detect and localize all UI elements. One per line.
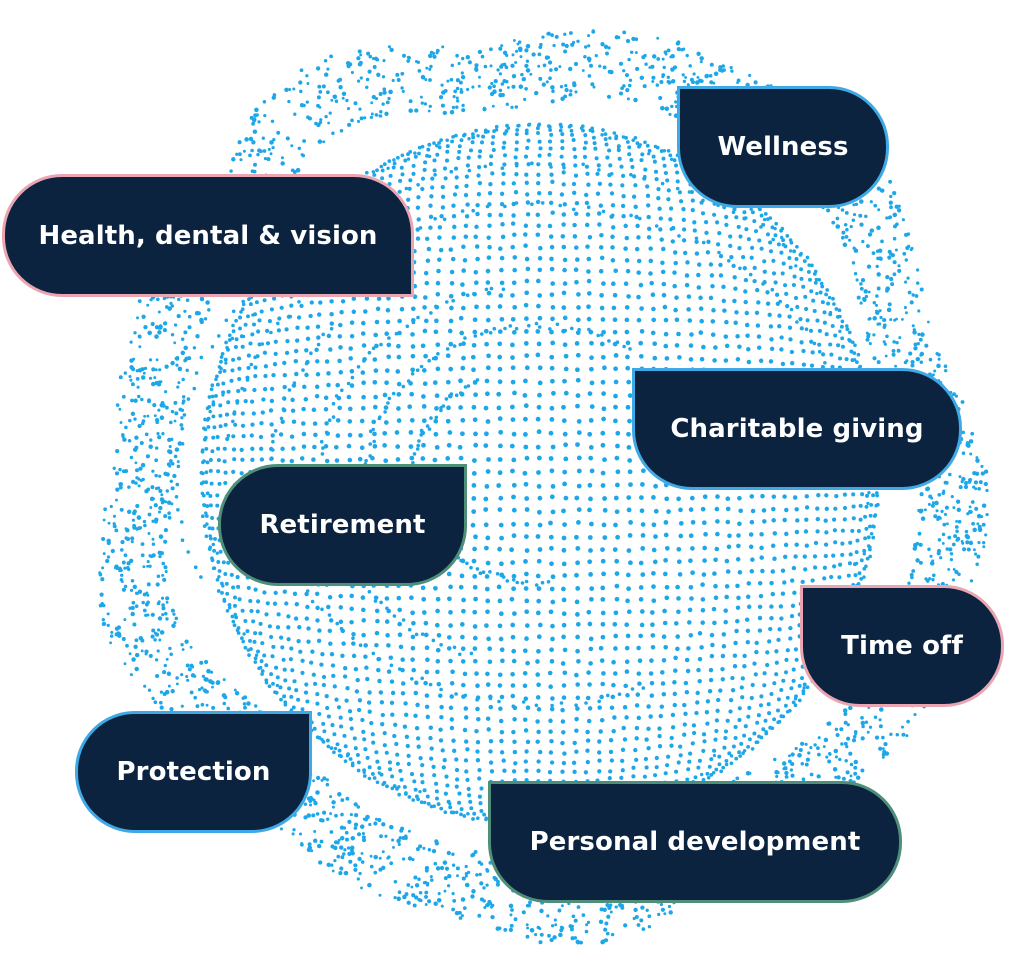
wellness-label: Wellness	[717, 132, 849, 162]
time-off-label: Time off	[841, 631, 963, 661]
protection-tag: Protection	[75, 711, 312, 833]
retirement-tag: Retirement	[218, 464, 467, 586]
charitable-giving-label: Charitable giving	[670, 414, 924, 444]
charitable-giving-tag: Charitable giving	[632, 368, 962, 490]
health-dental-vision-tag: Health, dental & vision	[2, 174, 414, 297]
retirement-label: Retirement	[259, 510, 426, 540]
protection-label: Protection	[116, 757, 271, 787]
personal-development-label: Personal development	[529, 827, 861, 857]
health-dental-vision-label: Health, dental & vision	[38, 220, 378, 251]
time-off-tag: Time off	[800, 585, 1004, 707]
personal-development-tag: Personal development	[488, 781, 902, 903]
wellness-tag: Wellness	[677, 86, 889, 208]
